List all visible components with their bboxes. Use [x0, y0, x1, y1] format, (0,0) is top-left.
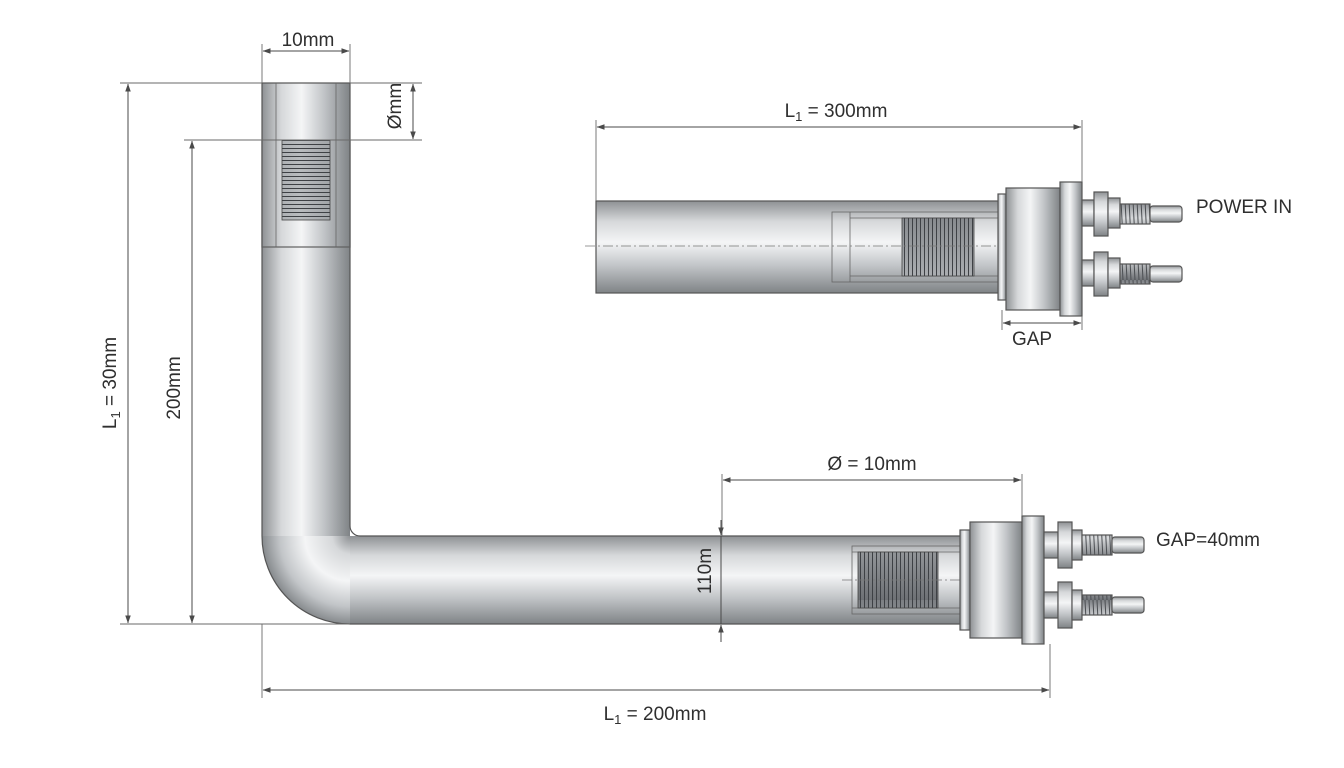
- top-coil: [281, 139, 331, 221]
- label-bottom-length: L1 = 200mm: [604, 704, 707, 727]
- bottom-coil-section: [842, 545, 985, 615]
- l-shaped-heater: [261, 82, 1145, 645]
- bottom-terminal-upper: [1043, 521, 1145, 569]
- straight-heater: [585, 181, 1183, 317]
- dim-top-width: 10mm: [261, 30, 351, 83]
- label-top-diameter: Ømm: [385, 83, 406, 129]
- label-diameter: Ø = 10mm: [827, 454, 916, 475]
- dim-diameter: Ø = 10mm: [721, 454, 1023, 536]
- dim-bottom-length: L1 = 200mm: [261, 624, 1051, 727]
- dim-tube-height: 110m: [695, 520, 724, 642]
- bottom-terminal-lower: [1043, 581, 1145, 629]
- label-tube-height: 110m: [695, 548, 716, 594]
- label-overall-height: L1 = 30mm: [100, 337, 123, 429]
- dim-inner-height: 200mm: [164, 140, 195, 624]
- tube-outline: [261, 140, 962, 625]
- dim-straight-length: L1 = 300mm: [595, 101, 1083, 201]
- label-straight-length: L1 = 300mm: [785, 101, 888, 124]
- dim-overall-height: L1 = 30mm: [100, 82, 350, 625]
- tube-bend: [262, 536, 350, 624]
- top-sleeve: [261, 82, 351, 248]
- dim-top-diameter: Ømm: [184, 82, 422, 141]
- bottom-flange-head: [959, 515, 1045, 645]
- label-power-in: POWER IN: [1196, 197, 1292, 218]
- straight-terminal-upper: [1081, 191, 1183, 237]
- dim-gap: GAP: [1001, 310, 1083, 350]
- straight-terminal-lower: [1081, 251, 1183, 297]
- label-gap-value: GAP=40mm: [1156, 530, 1260, 551]
- label-gap: GAP: [1012, 329, 1052, 350]
- straight-coil: [901, 217, 975, 277]
- label-top-width: 10mm: [282, 30, 335, 51]
- straight-flange-head: [997, 181, 1083, 317]
- label-inner-height: 200mm: [164, 356, 185, 419]
